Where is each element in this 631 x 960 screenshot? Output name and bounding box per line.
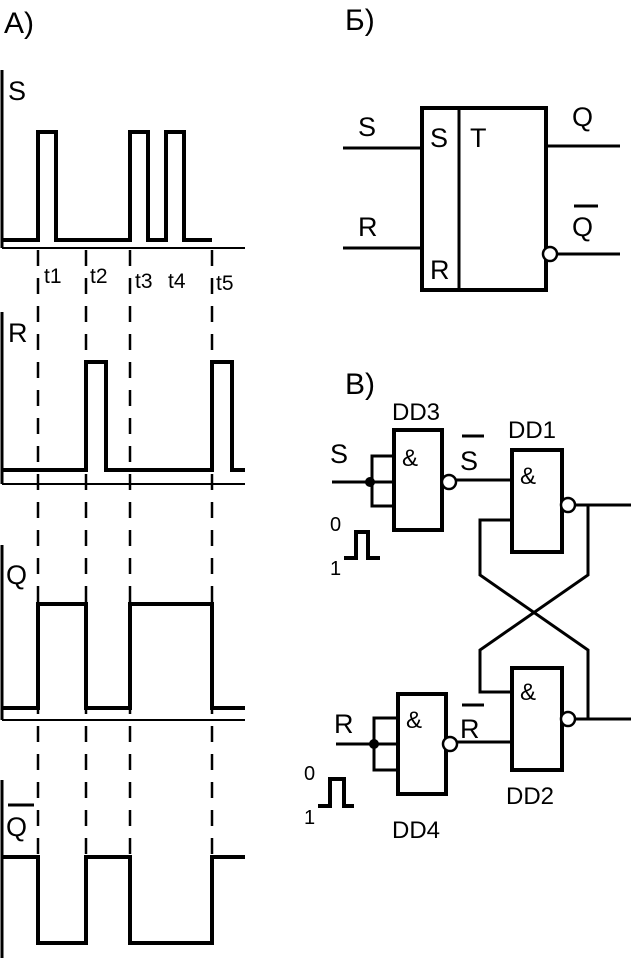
flipflop-input-s-label: S <box>358 112 376 142</box>
gate-dd3-label: DD3 <box>392 399 440 426</box>
flipflop-pin-r: R <box>430 255 450 285</box>
signal-r-label: R <box>8 318 28 348</box>
gate-dd2-label: DD2 <box>506 783 554 810</box>
circuit-r-inverted-label: R <box>460 714 480 744</box>
circuit-input-r-tie <box>372 716 398 772</box>
signal-s-label: S <box>8 76 26 106</box>
nand-latch-circuit: DD3 DD1 DD4 DD2 & & & & S <box>304 399 631 844</box>
rs-flipflop-symbol: S R T S R Q Q <box>343 102 620 292</box>
wire-dd1-to-dd2-feedback <box>478 505 590 694</box>
signal-r-waveform <box>2 360 245 472</box>
gate-dd2-output-bubble <box>559 710 577 728</box>
signal-q-waveform <box>2 602 245 710</box>
circuit-pulse-r-waveform <box>318 777 354 808</box>
gate-dd4-output-bubble <box>441 735 459 753</box>
signal-r-trace: R <box>0 312 245 485</box>
gate-dd3-symbol: & <box>402 445 418 472</box>
gate-dd4: & <box>396 692 459 796</box>
signal-qbar-label: Q <box>6 812 27 842</box>
circuit-pulse-s-waveform <box>344 530 380 560</box>
gate-dd1-output-bubble <box>559 496 577 514</box>
wire-dd2-to-dd1-feedback <box>478 518 590 719</box>
flipflop-body <box>420 106 548 292</box>
tick-t4: t4 <box>168 270 186 293</box>
gate-dd1-label: DD1 <box>508 417 556 444</box>
gate-dd2: & <box>510 666 577 772</box>
tick-t5: t5 <box>216 272 234 295</box>
signal-q-label: Q <box>6 560 27 590</box>
panel-b-label: Б) <box>345 4 375 37</box>
circuit-pulse-r-top: 0 <box>304 763 315 785</box>
panel-a-label: А) <box>4 7 34 40</box>
circuit-pulse-s-bottom: 1 <box>330 558 341 580</box>
gate-dd4-symbol: & <box>406 707 422 734</box>
gate-dd3: & <box>392 428 458 532</box>
circuit-pulse-r-bottom: 1 <box>304 807 315 829</box>
circuit-input-r-label: R <box>334 709 354 739</box>
flipflop-output-q-label: Q <box>572 102 593 132</box>
gate-dd1: & <box>510 448 577 554</box>
circuit-input-s-label: S <box>330 439 348 469</box>
signal-s-trace: S <box>0 70 245 249</box>
circuit-s-inverted-label: S <box>460 446 478 476</box>
gate-dd4-label: DD4 <box>392 817 440 844</box>
flipflop-title-t: T <box>470 123 487 153</box>
gate-dd1-symbol: & <box>520 463 536 490</box>
gate-dd3-output-bubble <box>440 473 458 491</box>
gate-dd4-body <box>396 692 448 796</box>
circuit-pulse-s-top: 0 <box>330 514 341 536</box>
signal-q-trace: Q <box>0 545 245 721</box>
tick-t3: t3 <box>135 270 153 293</box>
panel-c-label: В) <box>345 368 375 401</box>
gate-dd3-body <box>392 428 444 532</box>
flipflop-pin-s: S <box>430 123 448 153</box>
flipflop-inversion-bubble <box>541 245 559 263</box>
gate-dd1-body <box>510 448 564 554</box>
signal-s-waveform <box>2 130 212 242</box>
tick-t1: t1 <box>44 265 62 288</box>
gate-dd2-symbol: & <box>520 679 536 706</box>
flipflop-input-r-label: R <box>358 212 378 242</box>
flipflop-output-qbar-label: Q <box>572 212 593 242</box>
signal-qbar-waveform <box>2 855 245 945</box>
timing-diagram: S t1 t2 t3 t4 t5 R Q Q <box>0 70 245 958</box>
signal-qbar-trace: Q <box>0 780 245 958</box>
circuit-input-s-tie <box>370 454 394 508</box>
tick-t2: t2 <box>90 265 108 288</box>
